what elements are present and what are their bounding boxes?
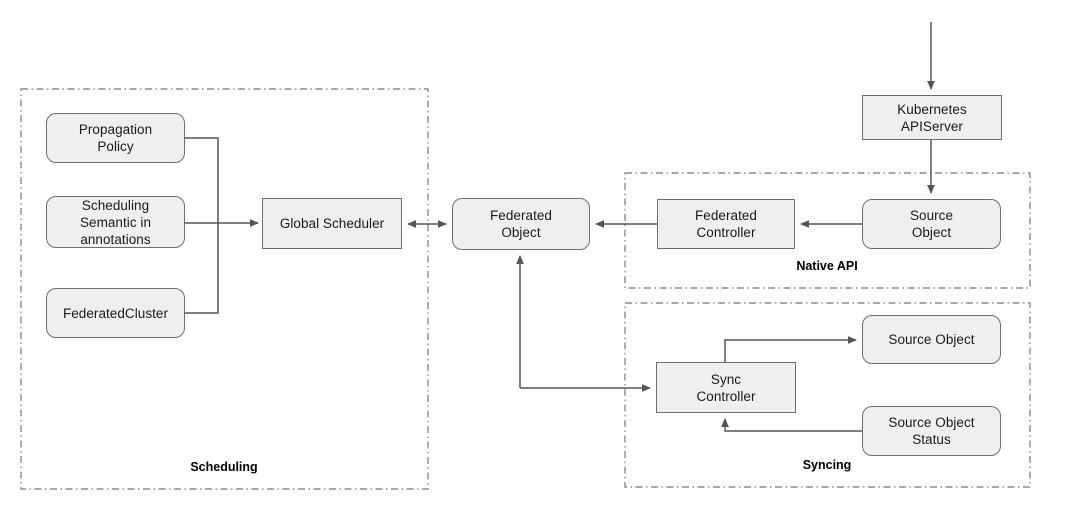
node-source-object-native[interactable]: Source Object (862, 199, 1001, 249)
node-propagation-policy[interactable]: Propagation Policy (46, 113, 185, 163)
node-source-object-status[interactable]: Source Object Status (862, 406, 1001, 456)
node-federated-object[interactable]: Federated Object (452, 198, 590, 250)
group-label-scheduling: Scheduling (190, 460, 258, 474)
node-sync-controller[interactable]: Sync Controller (656, 362, 796, 413)
node-federated-controller[interactable]: Federated Controller (657, 199, 795, 249)
node-scheduling-semantic[interactable]: Scheduling Semantic in annotations (46, 196, 185, 248)
node-federated-cluster[interactable]: FederatedCluster (46, 288, 185, 338)
node-kubernetes-apiserver[interactable]: Kubernetes APIServer (862, 95, 1002, 140)
group-label-syncing: Syncing (802, 458, 852, 472)
edge-federated-cluster-to-scheduler (185, 223, 219, 314)
edge-sync-to-source-object (724, 336, 857, 362)
group-label-native-api: Native API (796, 259, 858, 273)
node-source-object-sync[interactable]: Source Object (862, 315, 1001, 364)
edge-propagation-policy-to-scheduler (185, 137, 219, 223)
node-global-scheduler[interactable]: Global Scheduler (262, 198, 402, 249)
edge-status-to-sync (721, 418, 862, 432)
